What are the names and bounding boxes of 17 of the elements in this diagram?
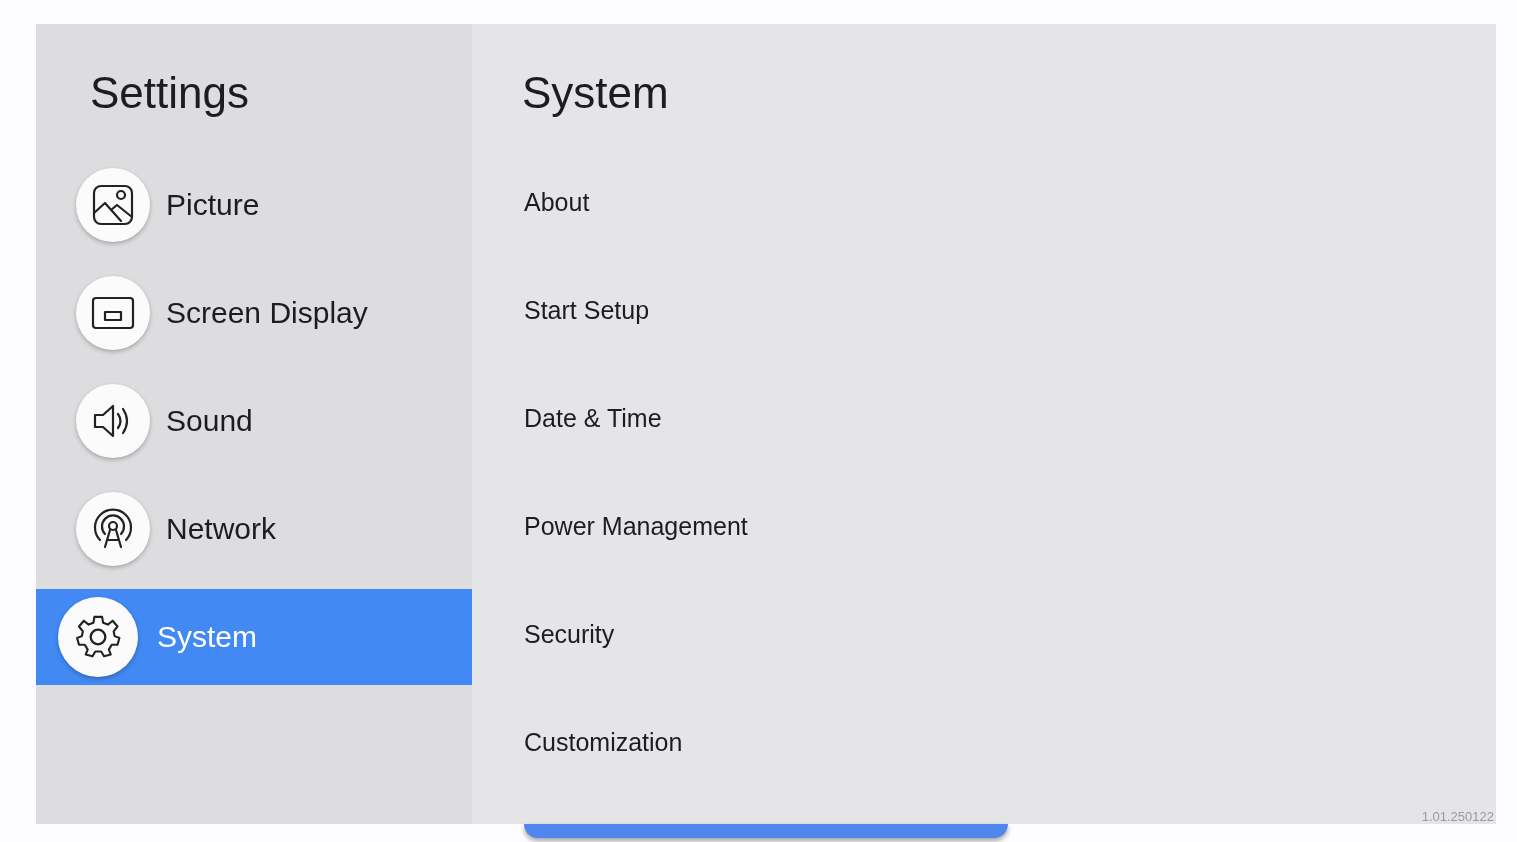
settings-option: Start Setup [524, 296, 650, 325]
settings-option: Power Management [524, 512, 748, 541]
selected-menu-item [36, 589, 472, 685]
settings-option: Customization [524, 728, 683, 757]
settings-option: About [524, 188, 590, 217]
settings-option: Date & Time [524, 404, 662, 433]
menu-label: Screen Display [166, 296, 368, 330]
menu-label: Picture [166, 188, 260, 222]
settings-heading: Settings [90, 68, 249, 118]
menu-label: System [157, 620, 258, 654]
sidebar-panel [36, 24, 472, 824]
menu-label: Network [166, 512, 277, 546]
menu-label: Sound [166, 404, 253, 438]
content-panel [472, 24, 1496, 824]
version-number: 1.01.250122 [1421, 809, 1494, 824]
settings-option: Security [524, 620, 615, 649]
section-heading: System [522, 68, 669, 118]
